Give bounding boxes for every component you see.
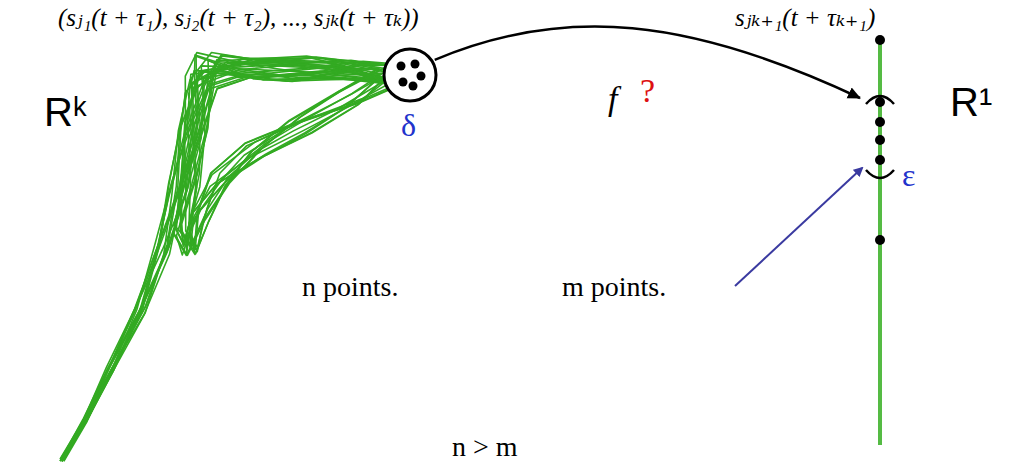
attractor-curve	[60, 64, 402, 461]
attractor-curve	[63, 60, 403, 459]
label: Rᵏ	[44, 90, 86, 134]
attractor-curve	[64, 60, 389, 459]
attractor-curve	[61, 53, 394, 459]
attractor-curve	[63, 55, 382, 459]
sample-points	[875, 35, 885, 245]
label: R¹	[950, 80, 992, 124]
attractor-curve	[64, 56, 398, 461]
node-outline	[858, 84, 928, 194]
label: ?	[640, 72, 655, 109]
label: sⱼₖ₊₁(t + τₖ₊₁)	[735, 4, 875, 32]
attractor-curve	[62, 59, 385, 462]
interval-bracket: ε	[858, 84, 928, 194]
label: n > m	[452, 432, 518, 463]
attractor-curve	[60, 63, 400, 461]
leader-arrow	[735, 168, 862, 286]
attractor-curve	[60, 53, 405, 460]
attractor-curve	[62, 60, 388, 462]
attractor-curve	[64, 62, 391, 460]
attractor-curve	[62, 55, 406, 460]
edge-label: f	[608, 80, 617, 117]
neighbourhood-circle: δ	[381, 46, 439, 104]
label: n points.	[302, 272, 398, 303]
attractor-curve	[62, 56, 406, 460]
node-outline	[381, 46, 439, 104]
label: (sⱼ₁(t + τ₁), sⱼ₂(t + τ₂), ..., sⱼₖ(t + …	[58, 4, 419, 32]
node-label: ε	[902, 158, 915, 193]
node-label: δ	[401, 108, 416, 143]
attractor-curve	[61, 61, 405, 460]
attractor-curves	[60, 53, 406, 462]
label: m points.	[562, 272, 666, 303]
attractor-curve	[63, 56, 381, 459]
